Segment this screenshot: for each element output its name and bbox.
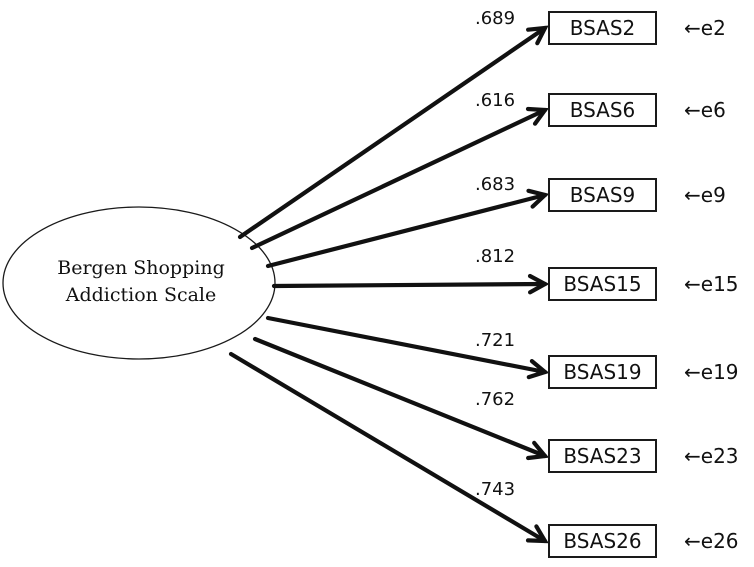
indicator-label: BSAS26 <box>563 529 641 553</box>
error-term-label: ←e26 <box>684 529 739 553</box>
path-arrow-line <box>271 281 548 289</box>
factor-loading-value: .683 <box>475 174 515 195</box>
factor-loading-value: .721 <box>475 330 515 351</box>
latent-label-line2: Addiction Scale <box>65 284 217 306</box>
path-arrowhead <box>525 106 549 126</box>
path-arrow-line <box>265 192 548 269</box>
factor-loading-value: .812 <box>475 246 515 267</box>
factor-loading-value: .762 <box>475 389 515 410</box>
latent-ellipse <box>2 206 276 360</box>
indicator-item: BSAS23 .762 ←e23 <box>475 389 739 473</box>
error-term-label: ←e15 <box>684 272 739 296</box>
path-arrowhead <box>526 188 550 209</box>
latent-label-line1: Bergen Shopping <box>57 257 224 279</box>
indicator-label: BSAS2 <box>570 16 636 40</box>
path-arrow-line <box>237 25 548 240</box>
error-term-label: ←e2 <box>684 16 726 40</box>
indicator-label: BSAS19 <box>563 360 641 384</box>
factor-loading-value: .616 <box>475 90 515 111</box>
indicator-item: BSAS2 .689 ←e2 <box>475 8 726 45</box>
error-term-label: ←e9 <box>684 183 726 207</box>
indicator-box <box>548 93 657 127</box>
latent-factor: Bergen Shopping Addiction Scale <box>2 206 276 360</box>
path-arrowhead <box>527 273 550 295</box>
indicator-item: BSAS9 .683 ←e9 <box>475 174 726 212</box>
path-arrow-line <box>249 107 548 251</box>
indicator-item: BSAS19 .721 ←e19 <box>475 330 739 389</box>
indicator-label: BSAS15 <box>563 272 641 296</box>
indicator-item: BSAS6 .616 ←e6 <box>475 90 726 127</box>
factor-loading-paths <box>228 25 550 544</box>
path-arrowhead <box>525 524 549 544</box>
indicator-box <box>548 439 657 473</box>
indicator-label: BSAS9 <box>570 183 636 207</box>
indicator-box <box>548 11 657 45</box>
indicator-item: BSAS15 .812 ←e15 <box>475 246 739 301</box>
path-arrow-line <box>252 336 548 459</box>
error-term-label: ←e6 <box>684 98 726 122</box>
error-term-label: ←e19 <box>684 360 739 384</box>
indicator-item: BSAS26 .743 ←e26 <box>475 479 739 558</box>
path-arrowhead <box>525 440 550 461</box>
path-arrowhead <box>525 25 549 46</box>
factor-loading-value: .743 <box>475 479 515 500</box>
indicator-box <box>548 267 657 301</box>
factor-loading-value: .689 <box>475 8 515 29</box>
indicator-items: BSAS2.689←e2BSAS6.616←e6BSAS9.683←e9BSAS… <box>475 8 739 558</box>
path-arrowhead <box>526 359 550 380</box>
indicator-label: BSAS23 <box>563 444 641 468</box>
indicator-label: BSAS6 <box>570 98 636 122</box>
path-arrow-line <box>228 351 548 544</box>
error-term-label: ←e23 <box>684 444 739 468</box>
indicator-box <box>548 524 657 558</box>
indicator-box <box>548 178 657 212</box>
path-arrow-line <box>265 315 548 375</box>
indicator-box <box>548 355 657 389</box>
